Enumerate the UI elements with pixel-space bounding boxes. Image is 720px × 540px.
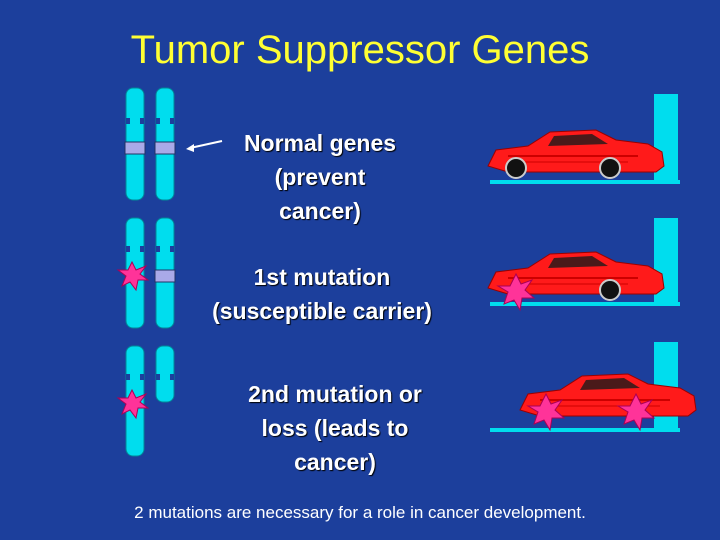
mutation-star-icon (116, 260, 150, 292)
label-line: Normal genes (243, 130, 397, 156)
car-normal (487, 94, 680, 184)
label-line: cancer) (294, 449, 376, 475)
chromosome-pair-two-mutations (116, 345, 175, 457)
footer-note: 2 mutations are necessary for a role in … (134, 503, 586, 522)
car-two-mutations (490, 342, 697, 432)
arrow-icon (186, 140, 223, 152)
car-one-mutation (487, 218, 680, 312)
label-line: (susceptible carrier) (212, 298, 432, 324)
second-mutation-label: 2nd mutation or loss (leads to cancer) (205, 377, 465, 479)
label-line: 1st mutation (253, 264, 391, 290)
chromosome-pair-one-mutation (116, 217, 176, 329)
normal-genes-label: Normal genes (prevent cancer) (225, 126, 415, 228)
first-mutation-label: 1st mutation (susceptible carrier) (182, 260, 462, 328)
slide-title: Tumor Suppressor Genes (130, 28, 590, 72)
mutation-star-icon (526, 392, 566, 432)
label-line: loss (leads to (261, 415, 409, 441)
label-line: 2nd mutation or (248, 381, 422, 407)
mutation-star-icon (116, 388, 150, 420)
label-line: cancer) (279, 198, 361, 224)
mutation-star-icon (496, 272, 536, 312)
mutation-star-icon (616, 392, 656, 432)
label-line: (prevent (274, 164, 366, 190)
chromosome-pair-normal (124, 87, 176, 201)
